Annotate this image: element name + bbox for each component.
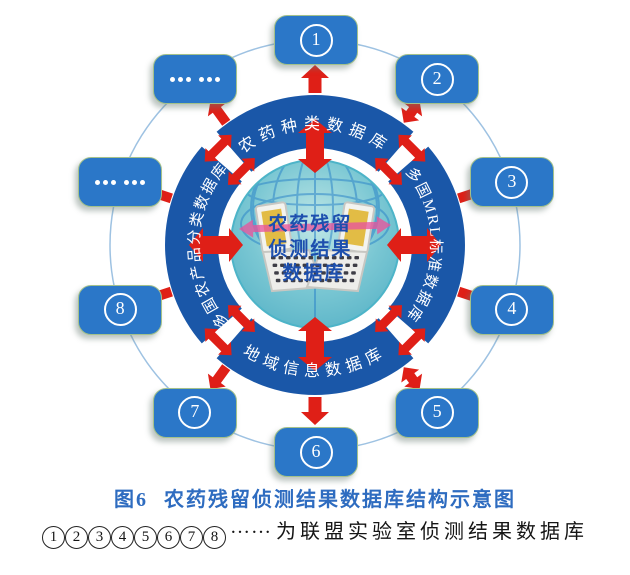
globe-icon	[231, 160, 399, 328]
link-arrow-inner-west	[189, 228, 243, 262]
link-arrow-node-dots-top-left	[207, 101, 231, 126]
lab-node-dots-left	[78, 157, 163, 208]
lab-node-2: 2	[395, 54, 480, 105]
gap-arrow-225-137	[204, 134, 232, 162]
node-number: 5	[420, 396, 454, 430]
gap-arrow-315-137	[398, 134, 426, 162]
center-label-line1: 农药残留	[267, 212, 352, 235]
figure-number: 图6	[114, 489, 148, 511]
figure-note-dots: ……	[230, 516, 272, 538]
node-ellipsis	[93, 179, 147, 185]
link-arrow-inner-south	[298, 317, 332, 371]
lab-node-4: 4	[469, 284, 554, 335]
note-number: 6	[157, 526, 180, 549]
note-number: 1	[42, 526, 65, 549]
node-number: 1	[299, 23, 333, 57]
node-number: 8	[103, 293, 137, 327]
pink-link-arrow	[239, 216, 391, 238]
center-database: 农药残留 侦测结果 数据库	[230, 159, 400, 329]
note-number: 3	[88, 526, 111, 549]
gap-arrow-45-137	[398, 328, 426, 356]
link-arrow-node-1	[301, 65, 329, 93]
diagram-canvas: 农药残留 侦测结果 数据库 农药种类数据库 多国MRL标准数据库 地域信息数据库…	[109, 39, 521, 451]
node-number: 6	[299, 435, 333, 469]
center-label-line3: 数据库	[282, 261, 345, 284]
lab-node-5: 5	[395, 387, 480, 438]
lab-node-6: 6	[274, 427, 358, 477]
center-label-line2: 侦测结果	[268, 237, 352, 260]
note-number: 5	[134, 526, 157, 549]
gap-arrow-225-104	[228, 158, 255, 185]
note-number: 8	[203, 526, 226, 549]
note-number: 2	[65, 526, 88, 549]
gap-arrow-315-104	[375, 158, 402, 185]
link-arrow-node-2	[401, 101, 423, 123]
figure-title: 图6 农药残留侦测结果数据库结构示意图	[0, 487, 630, 513]
node-ellipsis	[168, 76, 222, 82]
figure-note-text: 为联盟实验室侦测结果数据库	[276, 521, 588, 543]
lab-node-3: 3	[469, 157, 554, 208]
lab-node-7: 7	[152, 387, 237, 438]
gap-arrow-135-104	[228, 305, 255, 332]
center-database-label: 农药残留 侦测结果 数据库	[267, 212, 359, 284]
gap-arrow-135-137	[204, 328, 232, 356]
note-number: 4	[111, 526, 134, 549]
gap-arrow-45-104	[375, 305, 402, 332]
link-arrow-inner-north	[298, 119, 332, 173]
note-number: 7	[180, 526, 203, 549]
node-number: 7	[178, 396, 212, 430]
node-number: 3	[495, 165, 529, 199]
link-arrow-node-6	[301, 397, 329, 425]
lab-node-8: 8	[78, 284, 163, 335]
lab-node-dots-top-left	[152, 54, 237, 105]
link-arrow-inner-east	[387, 228, 441, 262]
link-arrow-node-7	[207, 364, 231, 389]
link-arrow-node-5	[401, 367, 423, 389]
lab-node-1: 1	[274, 15, 358, 65]
node-number: 2	[420, 62, 454, 96]
figure-title-text: 农药残留侦测结果数据库结构示意图	[164, 489, 516, 511]
node-number: 4	[495, 293, 529, 327]
